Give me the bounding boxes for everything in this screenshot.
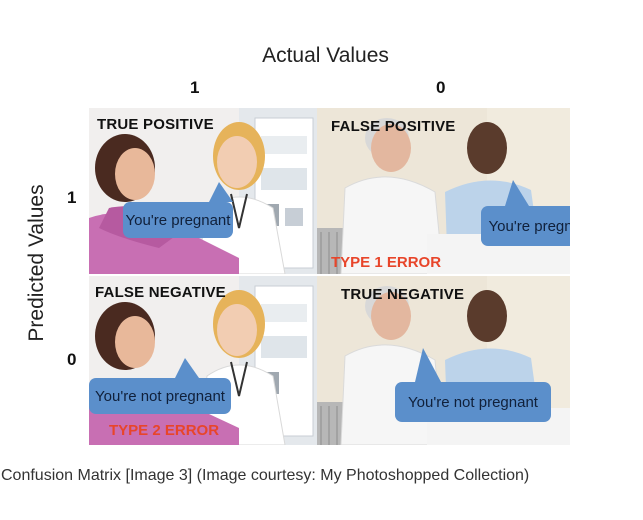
column-label-1: 1 <box>190 78 200 97</box>
error-label-type-2: TYPE 2 ERROR <box>109 422 220 439</box>
cell-title-false-positive: FALSE POSITIVE <box>331 118 456 135</box>
doctor-man-patient-illustration <box>317 108 570 274</box>
cell-true-positive: TRUE POSITIVE You're pregnant <box>89 108 317 274</box>
error-label-type-1: TYPE 1 ERROR <box>331 254 442 271</box>
doctor-woman-patient-illustration <box>89 276 317 445</box>
figure-caption: Confusion Matrix [Image 3] (Image courte… <box>1 467 530 484</box>
speech-bubble-true-positive: You're pregnant <box>123 182 233 238</box>
confusion-matrix: TRUE POSITIVE You're pregnant FALSE POSI… <box>89 108 570 445</box>
cell-false-negative: FALSE NEGATIVE You're not pregnant TYPE … <box>89 276 317 445</box>
cell-true-negative: TRUE NEGATIVE You're not pregnant <box>317 276 570 445</box>
y-axis-title: Predicted Values <box>25 184 48 342</box>
row-label-0: 0 <box>67 350 77 369</box>
speech-bubble-false-negative: You're not pregnant <box>89 358 231 414</box>
column-label-0: 0 <box>436 78 446 97</box>
row-label-1: 1 <box>67 188 77 207</box>
cell-title-true-positive: TRUE POSITIVE <box>97 116 214 133</box>
speech-bubble-true-negative: You're not pregnant <box>395 348 551 422</box>
speech-bubble-false-positive: You're pregnant <box>481 180 570 246</box>
doctor-woman-patient-illustration <box>89 108 317 274</box>
x-axis-title: Actual Values <box>262 44 389 67</box>
cell-false-positive: FALSE POSITIVE You're pregnant TYPE 1 ER… <box>317 108 570 274</box>
cell-title-false-negative: FALSE NEGATIVE <box>95 284 226 301</box>
cell-title-true-negative: TRUE NEGATIVE <box>341 286 465 303</box>
